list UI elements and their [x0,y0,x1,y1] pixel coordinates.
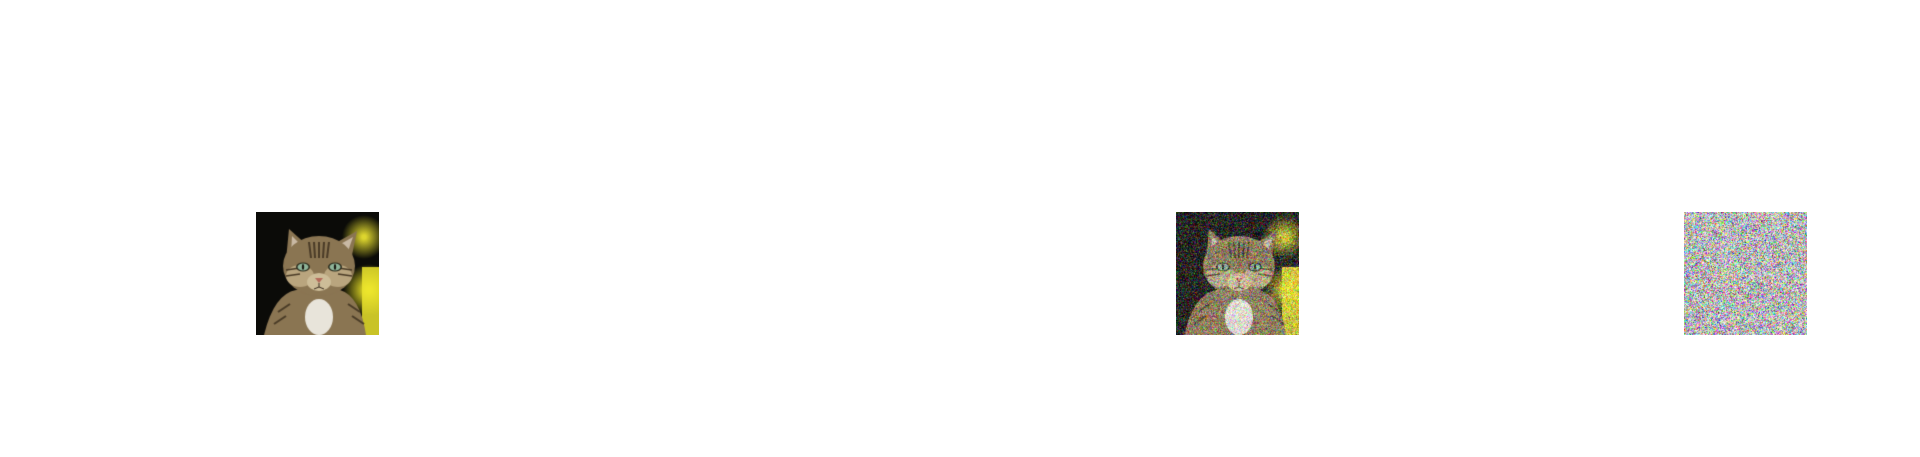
noisy-cat-photo [1176,212,1299,335]
cat-photo [256,212,379,335]
original-cat-image [256,212,379,335]
pure-noise-image [1684,212,1807,335]
noisy-cat-image [1176,212,1299,335]
noise-photo [1684,212,1807,335]
